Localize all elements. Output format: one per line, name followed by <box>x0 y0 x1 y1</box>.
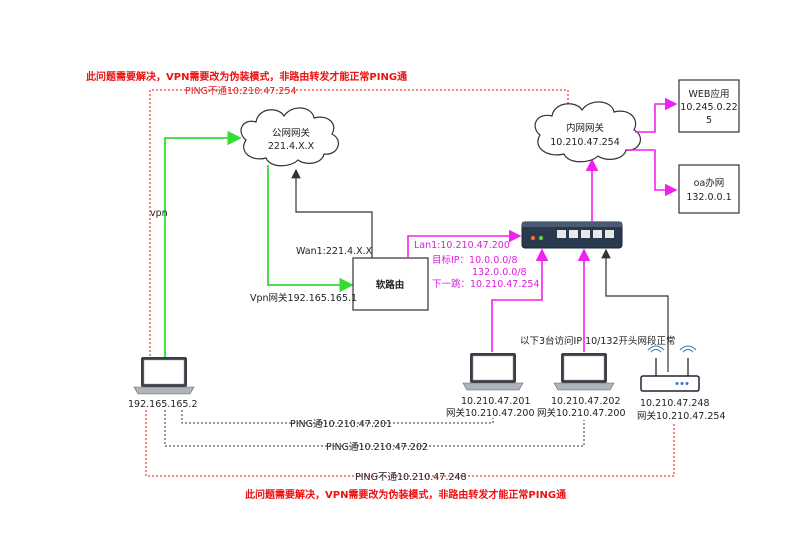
access-note: 以下3台访问IP 10/132开头网段正常 <box>520 335 676 347</box>
ping-202-path <box>164 410 585 447</box>
laptop-201-ip: 10.210.47.201 <box>461 396 531 407</box>
lan-link <box>407 229 522 258</box>
lan-label: Lan1:10.210.47.200 <box>414 240 510 251</box>
router-248-link <box>601 248 669 372</box>
vpn-label: vpn <box>150 208 168 219</box>
warning-top: 此问题需要解决，VPN需要改为伪装模式，非路由转发才能正常PING通 <box>86 70 407 83</box>
web-app-line1: WEB应用 <box>689 88 730 100</box>
soft-router-box <box>352 257 429 311</box>
vpn-gateway-label: Vpn网关192.165.165.1 <box>250 292 357 304</box>
gateway-to-web-link <box>635 97 678 133</box>
laptop-202-icon <box>553 353 615 391</box>
oa-net-box <box>678 164 740 214</box>
ping-248-path <box>145 410 675 477</box>
router-248-gw: 网关10.210.47.254 <box>637 410 726 422</box>
laptop-201-gw: 网关10.210.47.200 <box>446 407 535 419</box>
laptop-202-ip: 10.210.47.202 <box>551 396 621 407</box>
target-ip-2: 132.0.0.0/8 <box>472 267 527 278</box>
public-gateway-cloud <box>240 107 340 167</box>
vpn-laptop-ip: 192.165.165.2 <box>128 399 198 410</box>
laptop-201-icon <box>462 353 524 391</box>
wan-label: Wan1:221.4.X.X <box>296 246 373 257</box>
ping-top-path <box>149 89 569 360</box>
soft-router-label: 软路由 <box>376 279 405 291</box>
vpn-link <box>164 130 242 360</box>
router-248-ip: 10.210.47.248 <box>640 398 710 409</box>
public-gateway-ip: 221.4.X.X <box>268 141 315 152</box>
web-app-line2: 10.245.0.22 <box>680 102 737 113</box>
ping-top-label: PING不通10.210.47.254 <box>185 86 297 97</box>
ping-248-label: PING不通10.210.47.248 <box>355 472 467 483</box>
web-app-line3: 5 <box>706 115 712 126</box>
vpn-laptop-icon <box>133 357 195 395</box>
wan-link <box>291 168 373 285</box>
vpn-gateway-link <box>267 165 354 293</box>
next-hop: 下一跳：10.210.47.254 <box>432 278 540 290</box>
internal-gateway-ip: 10.210.47.254 <box>550 137 620 148</box>
wireless-router-icon <box>640 345 700 392</box>
web-app-box <box>678 79 740 133</box>
ping-201-path <box>181 410 494 424</box>
target-ip-1: 目标IP：10.0.0.0/8 <box>432 254 518 266</box>
warning-bottom: 此问题需要解决，VPN需要改为伪装模式，非路由转发才能正常PING通 <box>245 488 566 501</box>
gateway-to-oa-link <box>628 149 678 197</box>
internal-gateway-cloud <box>534 101 642 163</box>
switch <box>521 221 623 249</box>
ping-201-label: PING通10.210.47.201 <box>290 419 392 430</box>
internal-gateway-title: 内网网关 <box>566 122 605 134</box>
laptop-201-link <box>491 248 549 352</box>
oa-net-line1: oa办网 <box>694 177 725 189</box>
ping-202-label: PING通10.210.47.202 <box>326 442 428 453</box>
laptop-202-gw: 网关10.210.47.200 <box>537 407 626 419</box>
oa-net-line2: 132.0.0.1 <box>686 192 731 203</box>
public-gateway-title: 公网网关 <box>272 127 311 139</box>
